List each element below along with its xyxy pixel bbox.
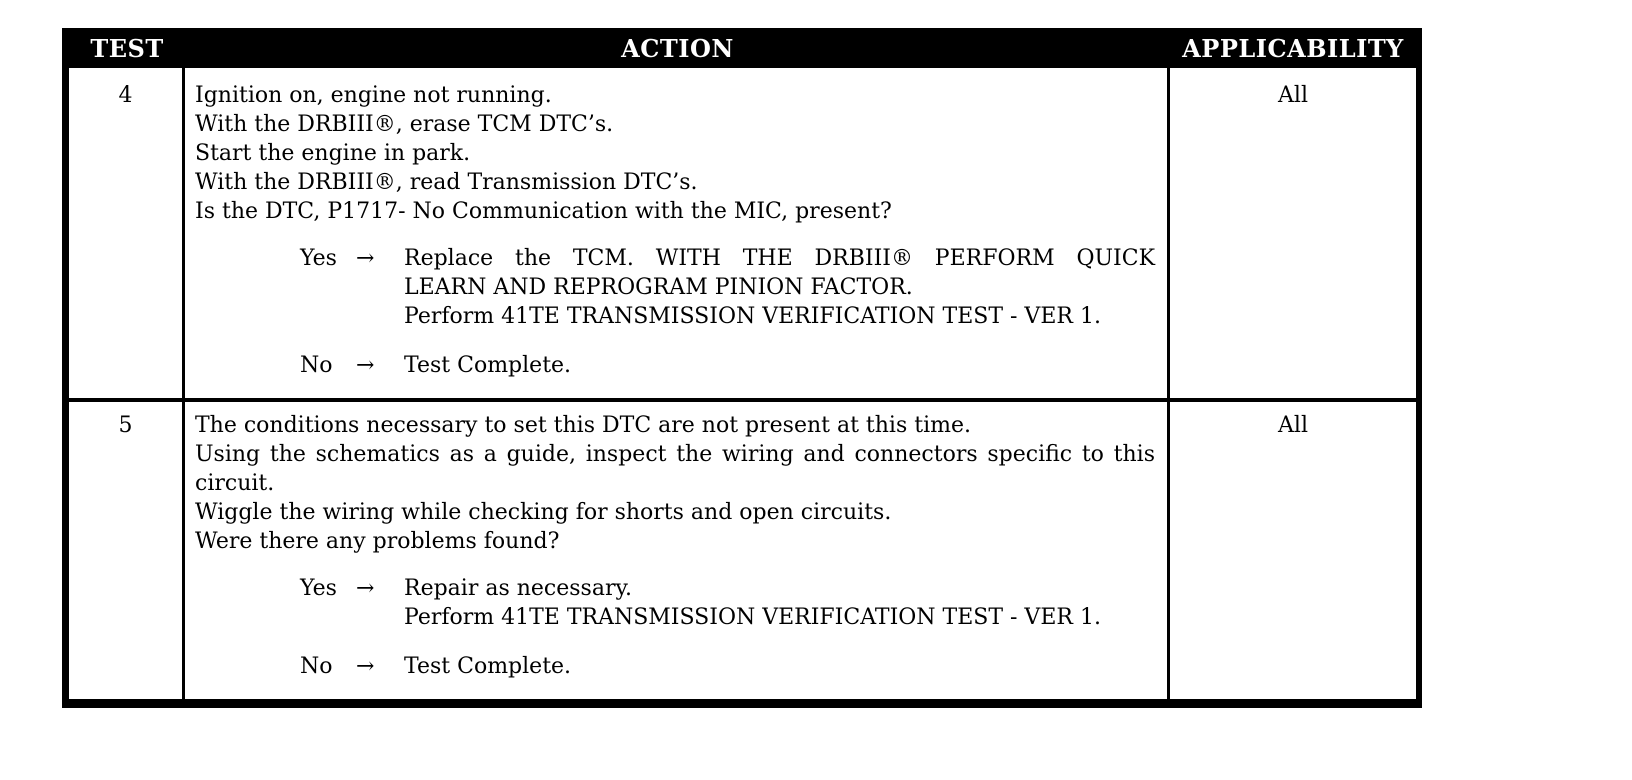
branch-label-no: No [300, 654, 333, 679]
action-line: Using the schematics as a guide, inspect… [195, 442, 1155, 467]
header-cell-test: TEST [90, 33, 164, 63]
branch-line: Test Complete. [404, 353, 572, 378]
branch-instructions: Test Complete. [404, 652, 1155, 681]
header-cell-action: ACTION [621, 33, 734, 63]
test-number-cell: 5 [69, 402, 185, 699]
arrow-right-icon: → [356, 576, 375, 601]
branch-label-no: No [300, 353, 333, 378]
diagnostic-test-table: TEST ACTION APPLICABILITY 4 Ignition on,… [62, 28, 1422, 708]
test-number: 5 [118, 413, 133, 438]
table-row-test-4: 4 Ignition on, engine not running. With … [69, 68, 1416, 398]
branch-instructions: Test Complete. [404, 351, 1155, 380]
table-header-row: TEST ACTION APPLICABILITY [69, 28, 1416, 68]
branch-instructions: Repair as necessary. Perform 41TE TRANSM… [404, 574, 1155, 632]
applicability-value: All [1278, 83, 1308, 108]
applicability-cell: All [1170, 68, 1416, 398]
test-number: 4 [118, 83, 133, 108]
action-line: Wiggle the wiring while checking for sho… [195, 500, 892, 525]
action-line: Were there any problems found? [195, 529, 560, 554]
action-cell: The conditions necessary to set this DTC… [185, 402, 1170, 699]
header-cell-applicability: APPLICABILITY [1182, 33, 1404, 63]
branch-line: Replace the TCM. WITH THE DRBIII® PERFOR… [404, 246, 1155, 271]
action-line: Start the engine in park. [195, 141, 471, 166]
branch-instructions: Replace the TCM. WITH THE DRBIII® PERFOR… [404, 244, 1155, 331]
branch-label-yes: Yes [300, 576, 337, 601]
table-row-test-5: 5 The conditions necessary to set this D… [69, 398, 1416, 699]
test-number-cell: 4 [69, 68, 185, 398]
action-line: circuit. [195, 471, 275, 496]
action-line: With the DRBIII®, erase TCM DTC’s. [195, 112, 614, 137]
yes-branch: Yes → Repair as necessary. Perform 41TE … [195, 574, 1155, 632]
branch-line: Test Complete. [404, 654, 572, 679]
branch-line: Perform 41TE TRANSMISSION VERIFICATION T… [404, 304, 1101, 329]
action-line: Is the DTC, P1717- No Communication with… [195, 199, 892, 224]
branch-line: Perform 41TE TRANSMISSION VERIFICATION T… [404, 605, 1101, 630]
action-line: With the DRBIII®, read Transmission DTC’… [195, 170, 698, 195]
arrow-right-icon: → [356, 654, 375, 679]
action-cell: Ignition on, engine not running. With th… [185, 68, 1170, 398]
action-line: Ignition on, engine not running. [195, 83, 552, 108]
action-line: The conditions necessary to set this DTC… [195, 413, 971, 438]
applicability-cell: All [1170, 402, 1416, 699]
yes-branch: Yes → Replace the TCM. WITH THE DRBIII® … [195, 244, 1155, 331]
arrow-right-icon: → [356, 246, 375, 271]
branch-line: Repair as necessary. [404, 576, 632, 601]
branch-label-yes: Yes [300, 246, 337, 271]
branch-line: LEARN AND REPROGRAM PINION FACTOR. [404, 275, 913, 300]
no-branch: No → Test Complete. [195, 652, 1155, 681]
no-branch: No → Test Complete. [195, 351, 1155, 380]
applicability-value: All [1278, 413, 1308, 438]
arrow-right-icon: → [356, 353, 375, 378]
